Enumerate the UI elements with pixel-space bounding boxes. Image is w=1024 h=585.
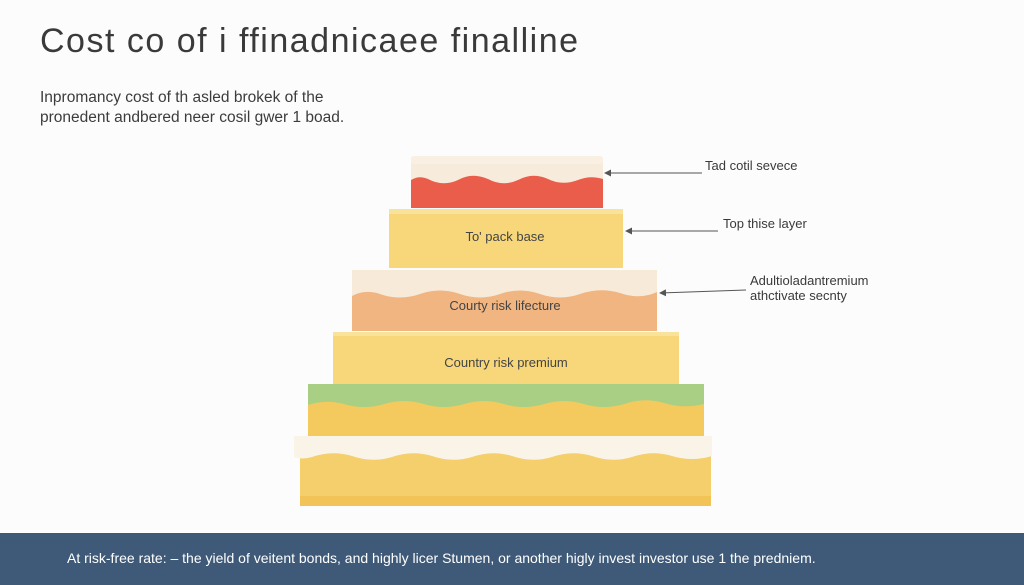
callout-3-text-line-1: Adultioladantremium	[750, 273, 869, 288]
cake-tier-1	[411, 156, 603, 208]
tier-3-label: Courty risk lifecture	[449, 298, 560, 313]
subtitle: Inpromancy cost of th asled brokek of th…	[40, 88, 344, 128]
callout-1: Tad cotil sevece	[604, 158, 798, 177]
cake-tier-3: Courty risk lifecture	[352, 270, 657, 331]
tier-4-label: Country risk premium	[444, 355, 568, 370]
footer-text: At risk-free rate: – the yield of veiten…	[67, 550, 816, 566]
footer-bar: At risk-free rate: – the yield of veiten…	[0, 533, 1024, 585]
cake-tier-2: To' pack base	[389, 209, 623, 268]
cake-tier-4: Country risk premium	[333, 332, 679, 384]
page-title: Cost co of i ffinadnicaee finalline	[40, 22, 580, 60]
layered-cake-diagram: To' pack base Courty risk lifecture Coun…	[294, 156, 869, 506]
subtitle-line-1: Inpromancy cost of th asled brokek of th…	[40, 89, 324, 106]
subtitle-line-2: pronedent andbered neer cosil gwer 1 boa…	[40, 109, 345, 126]
callout-1-text: Tad cotil sevece	[705, 158, 798, 173]
callout-2-text: Top thise layer	[723, 216, 807, 231]
cake-tier-5	[308, 384, 704, 436]
callout-3: Adultioladantremium athctivate secnty	[659, 273, 869, 303]
callout-3-text-line-2: athctivate secnty	[750, 288, 847, 303]
cake-tier-6	[294, 436, 712, 506]
tier-2-label: To' pack base	[465, 229, 544, 244]
callout-2: Top thise layer	[625, 216, 807, 235]
